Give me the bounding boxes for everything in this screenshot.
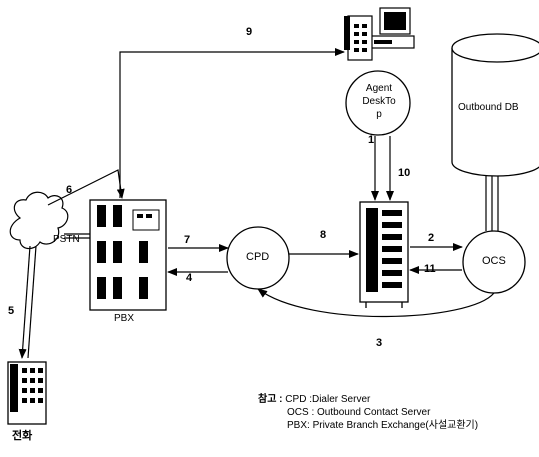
legend-value: Outbound Contact Server — [317, 407, 431, 418]
legend-sep: : — [311, 407, 315, 418]
legend-row-ocs: OCS : Outbound Contact Server — [258, 406, 478, 419]
arrow-5-number: 5 — [8, 305, 15, 317]
agent-label-line3: p — [376, 109, 382, 120]
arrow-1-number: 1 — [368, 134, 375, 146]
legend: 참고 : CPD :Dialer Server OCS : Outbound C… — [258, 393, 478, 432]
arrow-6 — [47, 169, 125, 206]
phone-label: 전화 — [12, 430, 33, 442]
legend-sep: : — [309, 394, 312, 405]
arrow-9 — [119, 48, 345, 198]
arrow-3 — [257, 288, 495, 318]
server-tower — [359, 201, 409, 308]
legend-row-pbx: PBX: Private Branch Exchange(사설교환기) — [258, 419, 478, 432]
arrow-11-number: 11 — [424, 263, 436, 275]
pbx-label: PBX — [114, 313, 135, 324]
legend-row-cpd: 참고 : CPD :Dialer Server — [258, 393, 478, 406]
arrow-5-line-b — [27, 245, 37, 359]
arrow-7-number: 7 — [184, 234, 191, 246]
arrow-8-number: 8 — [320, 229, 327, 241]
desk-phone-icon — [344, 15, 373, 61]
pstn-cloud — [9, 191, 69, 250]
legend-key: PBX — [287, 420, 308, 431]
arrow-3-number: 3 — [376, 337, 383, 349]
legend-value: Private Branch Exchange(사설교환기) — [312, 420, 479, 431]
legend-key: CPD — [285, 394, 307, 405]
telephone-icon — [7, 361, 47, 425]
agent-label-line1: Agent — [365, 83, 393, 94]
ocs-label: OCS — [482, 255, 506, 267]
arrow-5-line-a — [18, 245, 31, 359]
agent-label-line2: DeskTo — [362, 96, 396, 107]
legend-value: Dialer Server — [311, 394, 371, 405]
cpd-label: CPD — [246, 251, 270, 263]
pbx-cabinet — [89, 199, 167, 311]
arrow-6-number: 6 — [66, 184, 73, 196]
arrow-2-number: 2 — [428, 232, 435, 244]
legend-sep: : — [307, 420, 310, 431]
arrow-10-number: 10 — [398, 167, 411, 179]
legend-key: OCS — [287, 407, 309, 418]
legend-head: 참고 : — [258, 394, 283, 405]
agent-desktop-label: Agent DeskTo p — [354, 82, 404, 121]
outbound-db-cylinder — [451, 33, 539, 177]
arrow-4-number: 4 — [186, 272, 193, 284]
computer-icon — [369, 7, 415, 49]
outbound-db-label: Outbound DB — [458, 102, 519, 113]
arrow-9-number: 9 — [246, 26, 253, 38]
agent-desktop-node — [345, 70, 411, 136]
pstn-label: PSTN — [53, 234, 80, 245]
